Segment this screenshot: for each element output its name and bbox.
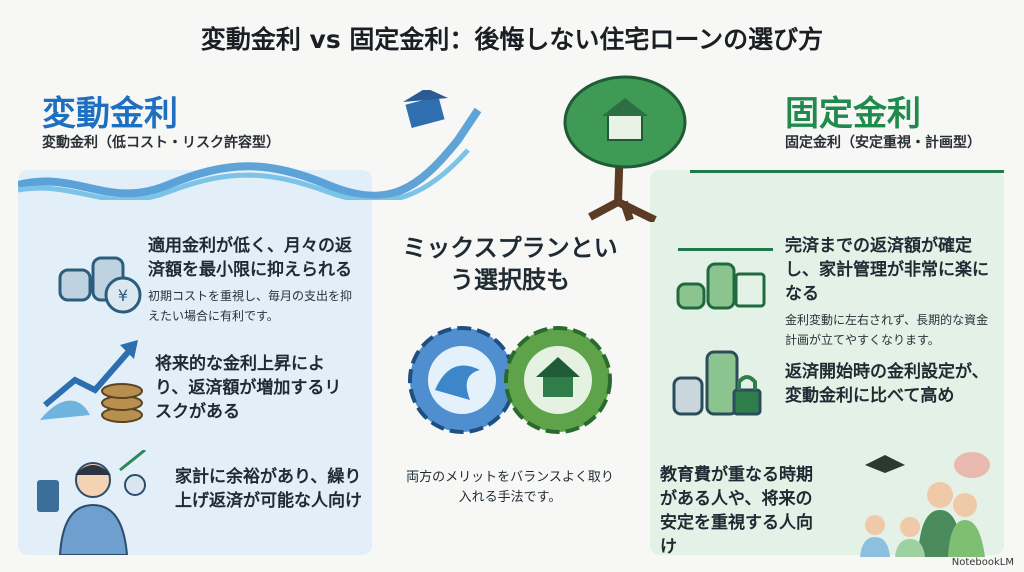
page-title: 変動金利 vs 固定金利：後悔しない住宅ローンの選び方 bbox=[200, 25, 824, 54]
mix-plan-caption: 両方のメリットをバランスよく取り入れる手法です。 bbox=[406, 470, 614, 505]
wave-illustration bbox=[18, 90, 482, 200]
notebooklm-watermark: NotebookLM bbox=[951, 557, 1014, 568]
coins-calendar-icon bbox=[676, 262, 766, 310]
family-illustration bbox=[860, 452, 990, 557]
svg-text:¥: ¥ bbox=[118, 286, 128, 305]
variable-heading: 変動金利 bbox=[42, 94, 178, 134]
person-calculator-icon bbox=[37, 450, 146, 555]
mix-plan-heading: ミックスプランという選択肢も bbox=[402, 234, 618, 294]
rising-rate-icon bbox=[40, 340, 143, 423]
mixed-gears-icon bbox=[408, 326, 612, 434]
fixed-item-3-heading: 教育費が重なる時期がある人や、将来の安定を重視する人向け bbox=[660, 465, 813, 557]
divider bbox=[690, 170, 1004, 173]
variable-item-3-heading: 家計に余裕があり、繰り上げ返済が可能な人向け bbox=[175, 467, 362, 511]
variable-panel bbox=[18, 170, 372, 555]
variable-item-1-detail: 初期コストを重視し、毎月の支出を抑えたい場合に有利です。 bbox=[148, 289, 353, 323]
fixed-subtitle: 固定金利（安定重視・計画型） bbox=[785, 135, 981, 151]
coins-lock-icon bbox=[672, 350, 762, 416]
variable-subtitle: 変動金利（低コスト・リスク許容型） bbox=[42, 135, 280, 151]
fixed-item-2-heading: 返済開始時の金利設定が、変動金利に比べて高め bbox=[785, 362, 989, 406]
variable-item-2-heading: 将来的な金利上昇により、返済額が増加するリスクがある bbox=[155, 354, 342, 422]
variable-item-1-heading: 適用金利が低く、月々の返済額を最小限に抑えられる bbox=[148, 236, 352, 280]
divider bbox=[678, 248, 773, 251]
fixed-item-1-detail: 金利変動に左右されず、長期的な資金計画が立てやすくなります。 bbox=[785, 313, 989, 347]
yen-coins-icon: ¥ bbox=[58, 256, 142, 314]
fixed-item-1-heading: 完済までの返済額が確定し、家計管理が非常に楽になる bbox=[785, 236, 989, 304]
fixed-heading: 固定金利 bbox=[785, 94, 921, 134]
tree-house-illustration bbox=[563, 75, 687, 222]
